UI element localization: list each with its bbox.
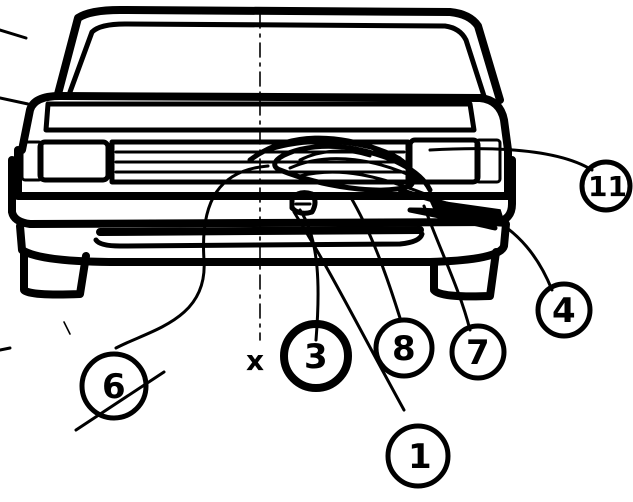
callout-7-text: 7: [466, 333, 490, 373]
margin-marks: [0, 28, 71, 352]
callout-6: 6: [74, 351, 166, 432]
callout-4-text: 4: [552, 291, 576, 331]
tire-left: [20, 248, 90, 299]
callout-6-text: 6: [102, 367, 126, 407]
callout-11-text: 11: [588, 170, 627, 203]
leader-lines: [114, 147, 594, 412]
leader-1: [292, 210, 406, 412]
callout-1-text: 1: [408, 437, 432, 477]
leader-7: [422, 204, 472, 332]
connector: [289, 190, 318, 216]
headlight-right: [407, 137, 502, 185]
callout-3: 3: [280, 320, 352, 392]
leader-6: [114, 164, 270, 350]
hood: [18, 92, 512, 154]
leader-11: [428, 147, 594, 172]
windshield: [54, 6, 504, 104]
callout-8: 8: [373, 317, 435, 379]
callout-4: 4: [535, 281, 593, 339]
leader-4: [478, 210, 554, 292]
callout-8-text: 8: [392, 329, 416, 369]
axis-marker: x: [246, 344, 264, 377]
leader-8: [348, 194, 402, 320]
callout-11: 11: [579, 159, 633, 213]
callout-3-text: 3: [304, 337, 328, 377]
callout-7: 7: [449, 323, 507, 381]
wiring-scribble: [247, 135, 507, 231]
tire-right: [430, 248, 500, 301]
callout-1: 1: [385, 423, 451, 489]
axis-marker-text: x: [246, 344, 264, 377]
headlight-left: [20, 139, 111, 183]
